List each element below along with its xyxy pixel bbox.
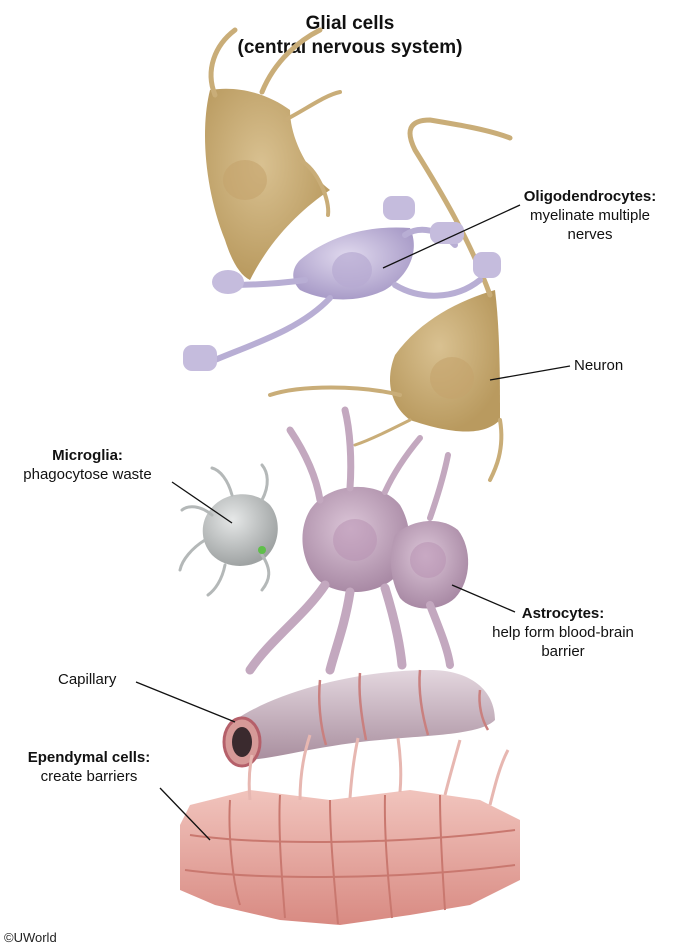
oligodendrocytes-label: Oligodendrocytes: myelinate multiple ner…	[510, 187, 670, 244]
neuron-name: Neuron	[574, 357, 624, 374]
oligodendrocytes-leader-line	[382, 204, 521, 269]
oligodendrocytes-desc-2: nerves	[567, 226, 613, 243]
title-line-1: Glial cells	[305, 13, 395, 34]
astrocytes-desc-1: help form blood-brain	[492, 624, 634, 641]
capillary	[222, 669, 495, 768]
astrocytes-leader-line	[451, 584, 516, 613]
microglia-leader-line	[171, 481, 233, 524]
astrocytes-name: Astrocytes:	[521, 605, 605, 622]
ependymal-leader-line	[159, 787, 211, 841]
neuron-label: Neuron	[574, 356, 644, 375]
ependymal-label: Ependymal cells: create barriers	[14, 748, 164, 786]
microglia-desc: phagocytose waste	[23, 466, 152, 483]
title-line-2: (central nervous system)	[237, 37, 463, 58]
microglia-name: Microglia:	[52, 447, 123, 464]
microglia	[178, 463, 278, 597]
oligodendrocytes-name: Oligodendrocytes:	[523, 188, 657, 205]
ependymal-cells	[180, 734, 520, 925]
oligodendrocyte	[183, 196, 501, 371]
astrocytes	[245, 406, 469, 675]
capillary-name: Capillary	[58, 671, 117, 688]
diagram-title: Glial cells (central nervous system)	[0, 12, 700, 60]
astrocytes-label: Astrocytes: help form blood-brain barrie…	[478, 604, 648, 661]
leader-lines	[135, 204, 571, 841]
oligodendrocytes-desc-1: myelinate multiple	[529, 207, 651, 224]
right-neuron	[268, 117, 513, 482]
neuron-leader-line	[489, 365, 571, 381]
copyright-notice: ©UWorld	[4, 930, 57, 945]
ependymal-name: Ependymal cells:	[27, 749, 151, 766]
capillary-leader-line	[135, 681, 236, 723]
capillary-label: Capillary	[58, 670, 138, 689]
astrocytes-desc-2: barrier	[541, 643, 585, 660]
ependymal-desc: create barriers	[40, 768, 138, 785]
microglia-label: Microglia: phagocytose waste	[10, 446, 165, 484]
top-neuron	[205, 27, 342, 281]
